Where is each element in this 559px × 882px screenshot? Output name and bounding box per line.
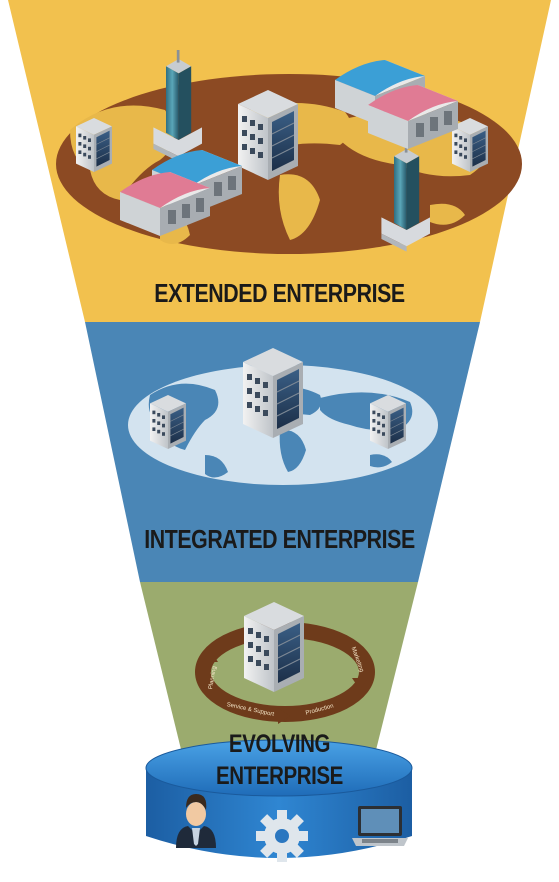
gear-icon	[256, 810, 308, 862]
evolving-enterprise-label-line1: EVOLVING	[228, 730, 331, 758]
integrated-world-map	[128, 347, 438, 485]
evolving-cycle-ring	[195, 601, 375, 724]
extended-enterprise-label: EXTENDED ENTERPRISE	[154, 278, 405, 308]
user-icon	[176, 794, 216, 848]
evolving-enterprise-label-line2: ENTERPRISE	[216, 762, 343, 790]
extended-world-map	[56, 50, 522, 254]
integrated-enterprise-label: INTEGRATED ENTERPRISE	[144, 524, 415, 554]
laptop-icon	[352, 806, 408, 846]
